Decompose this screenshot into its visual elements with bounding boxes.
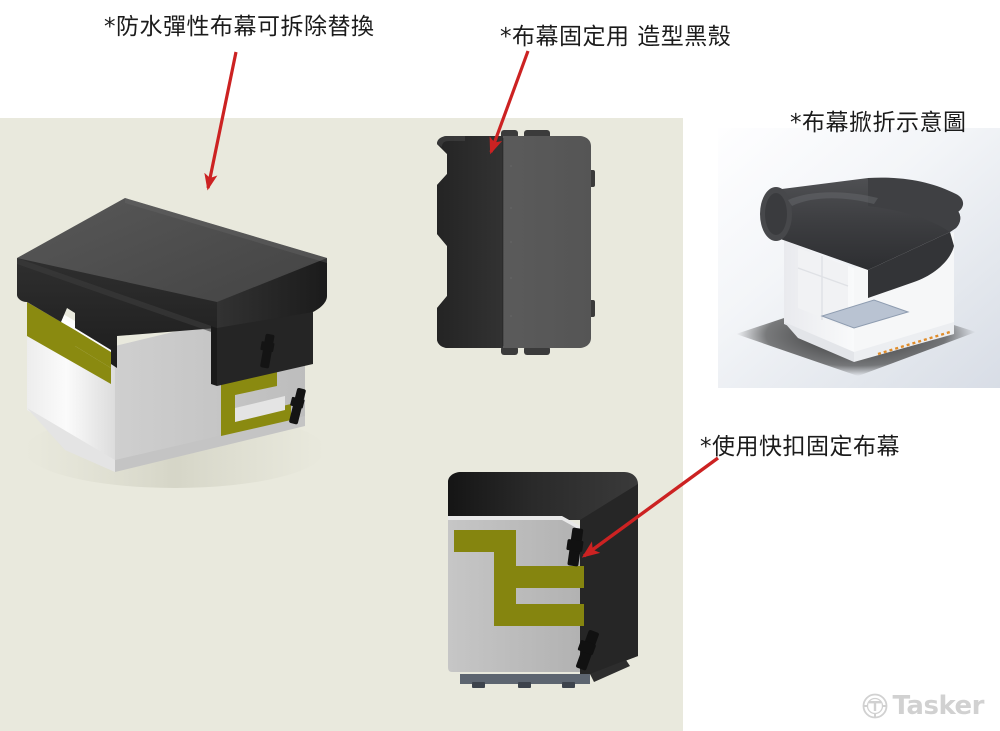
figure-side-view-with-buckles xyxy=(430,460,680,715)
label-curtain-fold-diagram: *布幕掀折示意圖 xyxy=(790,110,967,136)
figure-isometric-product-render xyxy=(5,150,350,495)
arrow-quick-buckle xyxy=(581,456,720,558)
tasker-circle-logo-icon xyxy=(862,693,888,719)
label-curtain-removable: *防水彈性布幕可拆除替換 xyxy=(104,14,375,40)
figure-cad-curtain-fold-render xyxy=(718,128,1000,388)
watermark: Tasker xyxy=(862,691,985,721)
arrow-curtain-removable xyxy=(204,51,238,191)
label-black-shell: *布幕固定用 造型黑殼 xyxy=(500,24,732,50)
watermark-text: Tasker xyxy=(892,691,985,721)
label-quick-buckle: *使用快扣固定布幕 xyxy=(700,434,900,460)
arrow-black-shell xyxy=(489,50,530,155)
figure-top-view-black-shell xyxy=(425,130,645,400)
